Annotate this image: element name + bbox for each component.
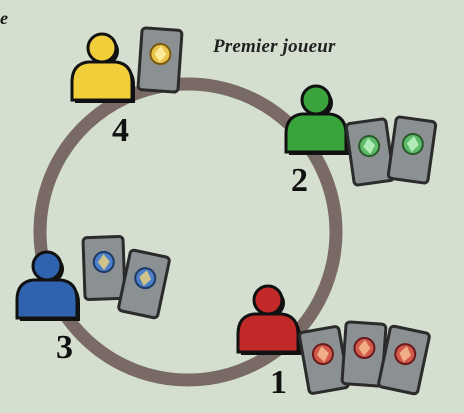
player-4-card [136, 26, 184, 94]
player-2-number: 2 [291, 162, 308, 199]
player-3-card-a [81, 234, 127, 302]
player-2-pawn [284, 84, 349, 155]
player-2-card-b [386, 115, 438, 185]
player-4-pawn [70, 32, 135, 103]
player-1-card-c [376, 324, 432, 396]
player-3-number: 3 [56, 329, 73, 366]
turn-ring [33, 77, 343, 387]
player-3-pawn [15, 250, 80, 321]
player-3-card-b [116, 248, 172, 320]
player-1-card-a [297, 324, 351, 396]
player-1-card-b [340, 320, 388, 388]
player-2-card-a [344, 117, 396, 187]
player-1-number: 1 [270, 364, 287, 401]
partial-caption-letter: e [0, 8, 8, 28]
player-1-pawn [236, 284, 301, 355]
first-player-label: Premier joueur [213, 36, 336, 57]
player-4-number: 4 [112, 112, 129, 149]
